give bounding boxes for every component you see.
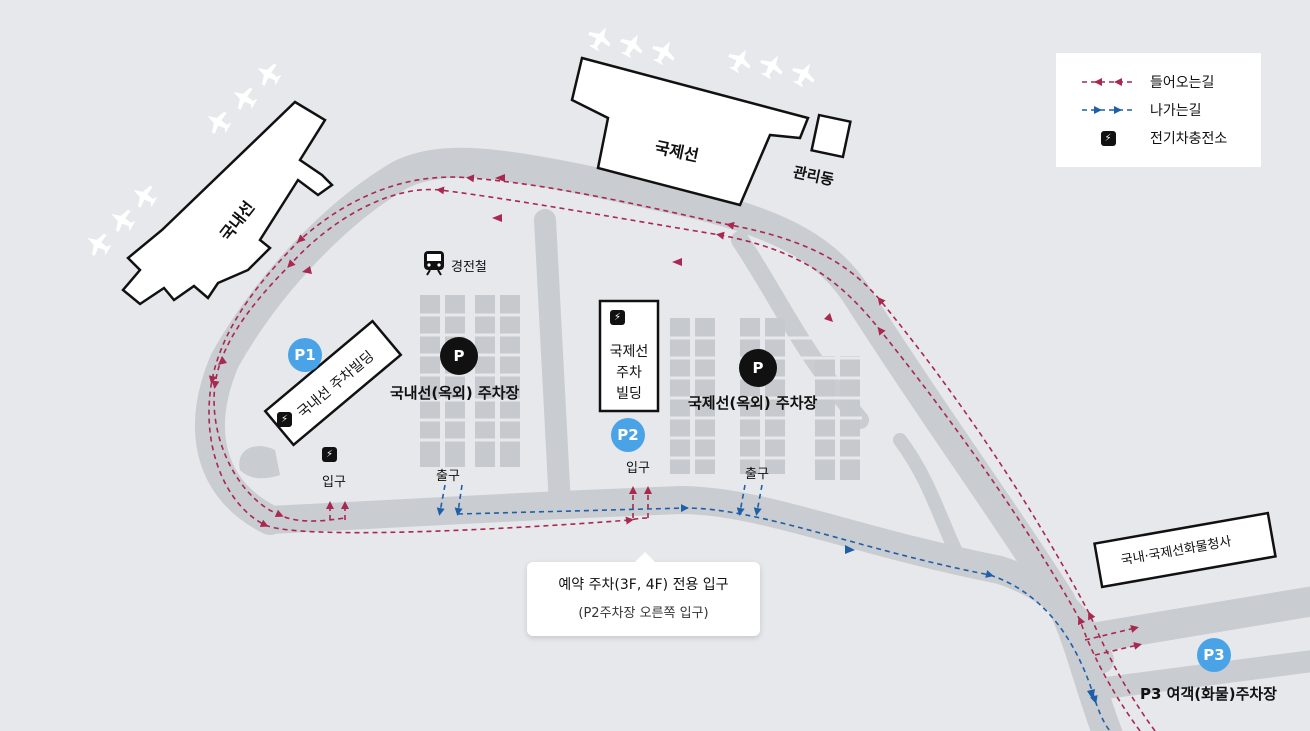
- inbound-routes: [208, 174, 1156, 731]
- reserved-parking-callout: 예약 주차(3F, 4F) 전용 입구 (P2주차장 오른쪽 입구): [527, 552, 760, 636]
- admin-building: [810, 113, 852, 159]
- legend-inbound-label: 들어오는길: [1150, 75, 1215, 91]
- lightning-icon: ⚡: [1100, 130, 1116, 146]
- p3-badge[interactable]: P3: [1197, 638, 1231, 672]
- outbound-routes: [436, 484, 1111, 731]
- international-parking-building-line3: 빌딩: [616, 386, 642, 402]
- international-outdoor-parking-icon: P: [739, 349, 777, 387]
- lightning-icon: ⚡: [322, 447, 337, 462]
- outbound-line-icon: [1082, 106, 1134, 114]
- domestic-outdoor-parking-label: 국내선(옥외) 주차장: [390, 384, 520, 402]
- domestic-outdoor-parking-icon: P: [440, 337, 478, 375]
- p2-entrance-label: 입구: [626, 461, 650, 476]
- international-outdoor-parking-label: 국제선(옥외) 주차장: [688, 394, 818, 412]
- lightning-icon: ⚡: [277, 412, 292, 427]
- legend-row-inbound: 들어오는길: [1056, 72, 1214, 92]
- cargo-office-building: [1093, 511, 1277, 589]
- p3-parking-label: P3 여객(화물)주차장: [1140, 685, 1277, 703]
- light-rail-label: 경전철: [451, 260, 487, 275]
- legend-outbound-label: 나가는길: [1150, 103, 1202, 119]
- international-exit-label: 출구: [745, 467, 769, 482]
- international-parking-building-label: 국제선 주차 빌딩: [600, 342, 658, 405]
- legend-charger-label: 전기차충전소: [1150, 131, 1228, 147]
- p1-entrance-label: 입구: [322, 475, 346, 490]
- legend-row-charger: ⚡ 전기차충전소: [1056, 128, 1227, 148]
- airplane-icons: [87, 27, 815, 256]
- domestic-exit-label: 출구: [436, 469, 460, 484]
- lightning-icon: ⚡: [610, 310, 625, 325]
- inbound-line-icon: [1082, 78, 1134, 86]
- international-parking-building-line2: 주차: [616, 365, 642, 381]
- p2-badge[interactable]: P2: [611, 418, 645, 452]
- map-legend: 들어오는길 나가는길 ⚡ 전기차충전소: [1056, 53, 1261, 167]
- international-parking-building-line1: 국제선: [609, 344, 649, 360]
- callout-title: 예약 주차(3F, 4F) 전용 입구: [558, 577, 729, 593]
- callout-subtitle: (P2주차장 오른쪽 입구): [578, 606, 709, 621]
- train-icon: [422, 250, 446, 276]
- legend-row-outbound: 나가는길: [1056, 100, 1202, 120]
- p1-badge[interactable]: P1: [288, 338, 322, 372]
